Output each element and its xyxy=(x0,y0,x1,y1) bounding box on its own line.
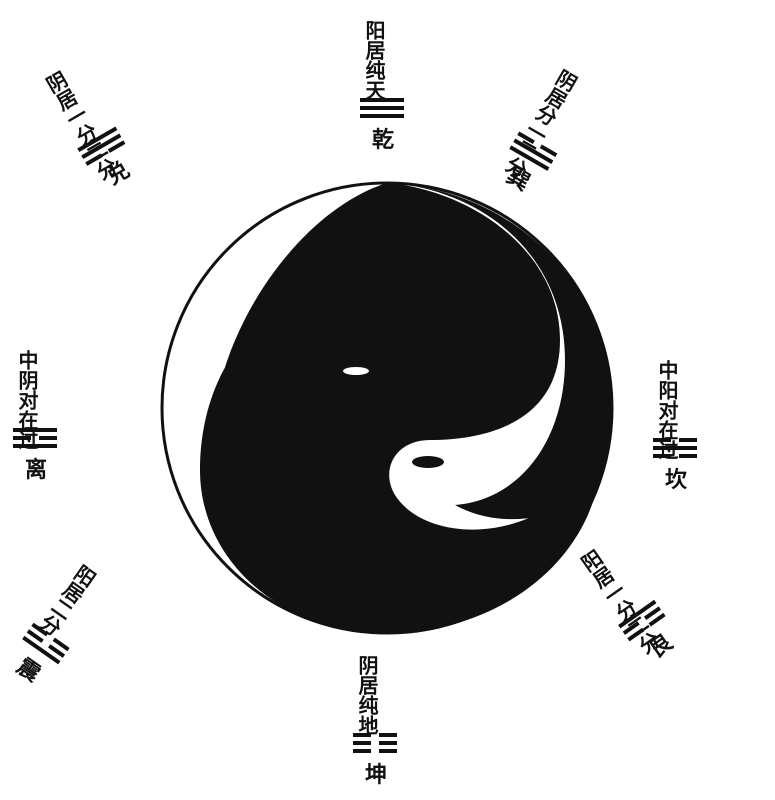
yin-line-segment xyxy=(379,741,397,745)
yang-line xyxy=(360,114,404,118)
trigram-li-name: 离 xyxy=(23,460,49,482)
yin-line-segment xyxy=(353,741,371,745)
yin-line-segment xyxy=(379,733,397,737)
trigram-kan-description: 中阳对在过 xyxy=(655,360,678,460)
yang-line xyxy=(360,106,404,110)
yin-line-segment xyxy=(13,436,31,440)
trigram-description-line: 纯地 xyxy=(355,695,379,735)
yin-line-segment xyxy=(679,438,697,442)
yin-line-segment xyxy=(379,749,397,753)
trigram-description-line: 纯天 xyxy=(362,60,386,100)
trigram-kun-description: 阴居纯地 xyxy=(355,655,378,735)
yang-line xyxy=(13,444,57,448)
trigram-qian-name: 乾 xyxy=(370,130,396,152)
trigram-li-description: 中阴对在过 xyxy=(15,350,38,450)
yin-line-segment xyxy=(653,454,671,458)
yin-line-segment xyxy=(39,436,57,440)
taiji-yang-eye xyxy=(343,367,369,375)
trigram-description-line: 阳居 xyxy=(362,20,386,60)
trigram-kun-name: 坤 xyxy=(363,765,389,787)
trigram-description-line: 阴居 xyxy=(355,655,379,695)
yin-line-segment xyxy=(653,438,671,442)
trigram-description-line: 中阳 xyxy=(655,360,679,400)
yang-line xyxy=(653,446,697,450)
yin-line-segment xyxy=(679,454,697,458)
trigram-description-line: 对 xyxy=(15,390,39,410)
yang-line xyxy=(360,98,404,102)
trigram-description-line: 中阴 xyxy=(15,350,39,390)
taiji-yin-eye xyxy=(412,456,444,468)
trigram-description-line: 对 xyxy=(655,400,679,420)
yin-line-segment xyxy=(353,733,371,737)
yang-line xyxy=(13,428,57,432)
trigram-qian-description: 阳居纯天 xyxy=(362,20,385,100)
trigram-kan-name: 坎 xyxy=(663,470,689,492)
yin-line-segment xyxy=(353,749,371,753)
